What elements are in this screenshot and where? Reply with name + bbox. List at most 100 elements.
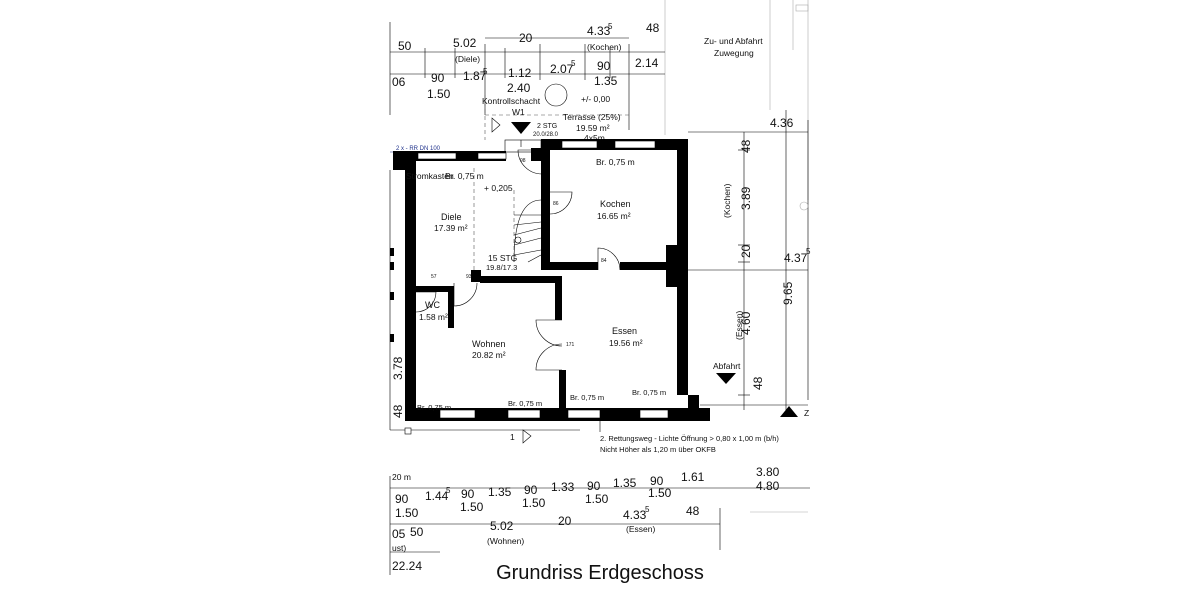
bot-row1-3: 90 [461, 487, 475, 501]
bot-row2-3: 1.50 [522, 496, 546, 510]
bot-row2-6: 4.80 [756, 479, 780, 493]
kontroll-dim: 2.40 [507, 81, 531, 95]
level-diele-label: + 0,205 [484, 183, 513, 193]
bot-row3-4: 20 [558, 514, 572, 528]
top-annotations: Zu- und Abfahrt Zuwegung 2.40 Kontrollsc… [390, 36, 763, 164]
stg2-dim: 20.0/28.0 [533, 132, 559, 138]
dim-kochen-label: (Kochen) [722, 183, 732, 218]
room-wohnen-name: Wohnen [472, 339, 505, 349]
z-label: Z [804, 408, 809, 418]
bot-total: 22.24 [392, 559, 422, 573]
top-row3-2: 1.35 [594, 74, 618, 88]
section-number: 1 [510, 432, 515, 442]
dim-3-78: 3.78 [391, 356, 405, 380]
terrasse-label: Terrasse (25%) [563, 112, 621, 122]
window-bottom-4: Br. 0,75 m [632, 388, 666, 397]
door-86-label: 86 [553, 201, 559, 207]
bot-row3-5: 4.33 [623, 508, 647, 522]
dim-3-89: 3.89 [739, 186, 753, 210]
door-57-label: 57 [431, 274, 437, 280]
room-essen-name: Essen [612, 326, 637, 336]
bot-row1-6: 1.33 [551, 480, 575, 494]
w1-label: W1 [512, 107, 525, 117]
window-diele-label: Br. 0,75 m [445, 171, 484, 181]
bot-sub-wohnen: (Wohnen) [487, 536, 524, 546]
dim-essen-label: (Essen) [734, 311, 744, 340]
zufahrt-label: Zu- und Abfahrt [704, 36, 763, 46]
top-dim-5: 48 [646, 21, 660, 35]
window-bottom-1: Br. 0,75 m [417, 403, 451, 412]
bottom-dimensions: 20 m 90 1.44 5 90 1.35 90 1.33 90 1.35 9… [389, 465, 810, 575]
top-row2-6: 90 [597, 59, 611, 73]
bot-row3-1: 05 [392, 527, 406, 541]
top-row2-1: 06 [392, 75, 406, 89]
stairs-15-dim: 19.8/17.3 [486, 263, 517, 272]
zufahrt-arrow-icon [780, 406, 798, 417]
door-171-label: 171 [566, 342, 575, 348]
dim-48-left: 48 [391, 404, 405, 418]
stg2-label: 2 STG [537, 123, 557, 130]
entrance-arrow-icon [511, 122, 531, 134]
bot-sub-1: ust) [392, 543, 406, 553]
left-dimensions: 3.78 48 [389, 170, 405, 430]
bot-sub-essen: (Essen) [626, 524, 655, 534]
bot-row1-2: 1.44 [425, 489, 449, 503]
room-kochen-name: Kochen [600, 199, 631, 209]
zuwegung-label: Zuwegung [714, 48, 754, 58]
top-row2-3-sup: 5 [483, 67, 488, 76]
right-dimensions: 4.36 48 3.89 (Kochen) 20 4.37 5 9.65 4.6… [713, 110, 811, 418]
dim-4-36: 4.36 [770, 116, 794, 130]
bot-row1-2-sup: 5 [446, 486, 451, 495]
top-row2-5: 2.07 [550, 62, 574, 76]
top-sub-kochen: (Kochen) [587, 42, 622, 52]
dim-4-37: 4.37 [784, 251, 808, 265]
terrasse-area: 19.59 m² [576, 123, 610, 133]
top-dim-4: 4.33 [587, 24, 611, 38]
bot-row3-5-sup: 5 [645, 505, 650, 514]
bot-row1-5: 90 [524, 483, 538, 497]
dim-48-bottom: 48 [751, 376, 765, 390]
top-row2-4: 1.12 [508, 66, 532, 80]
manhole-circle [544, 83, 568, 107]
dim-20m: 20 m [392, 472, 411, 482]
bot-row1-10: 1.61 [681, 470, 705, 484]
bot-row1-8: 1.35 [613, 476, 637, 490]
bot-row2-2: 1.50 [460, 500, 484, 514]
room-wc-area: 1.58 m² [419, 312, 448, 322]
dim-9-65: 9.65 [781, 281, 795, 305]
bot-row1-11: 3.80 [756, 465, 780, 479]
door-93-label: 93 [466, 274, 472, 280]
windows [417, 140, 669, 419]
stairs-15-label: 15 STG [488, 253, 517, 263]
top-dim-3: 20 [519, 31, 533, 45]
window-kochen-label: Br. 0,75 m [596, 157, 635, 167]
door-98-label: 98 [520, 158, 526, 164]
top-dim-2: 5.02 [453, 36, 477, 50]
top-row2-5-sup: 5 [571, 59, 576, 68]
terrasse-size: 4x5m [584, 133, 605, 143]
rr-label: 2 x - RR DN 100 [396, 146, 441, 152]
top-dim-4-sup: 5 [608, 22, 613, 31]
abfahrt-label: Abfahrt [713, 361, 741, 371]
bot-row2-1: 1.50 [395, 506, 419, 520]
stairs-and-doors: 86 57 93 84 171 [415, 149, 621, 371]
stromkasten-label: Stromkasten [406, 171, 454, 181]
walls [393, 139, 710, 421]
room-diele-area: 17.39 m² [434, 223, 468, 233]
door-84-label: 84 [601, 258, 607, 264]
bot-row2-5: 1.50 [648, 486, 672, 500]
rettung-line-2: Nicht Höher als 1,20 m über OKFB [600, 445, 716, 454]
room-kochen-area: 16.65 m² [597, 211, 631, 221]
top-dimensions: 50 5.02 20 4.33 5 48 (Diele) (Kochen) 06… [389, 21, 665, 140]
top-row2-2: 90 [431, 71, 445, 85]
bot-row1-9: 90 [650, 474, 664, 488]
room-wc-name: WC [425, 300, 440, 310]
direction-arrow-icon [491, 117, 501, 133]
escape-route-note: 2. Rettungsweg - Lichte Öffnung > 0,80 x… [390, 421, 779, 454]
dim-4-60: 4.60 [739, 311, 753, 335]
bot-row2-4: 1.50 [585, 492, 609, 506]
room-wohnen-area: 20.82 m² [472, 350, 506, 360]
bot-row3-3: 5.02 [490, 519, 514, 533]
bot-row3-6: 48 [686, 504, 700, 518]
